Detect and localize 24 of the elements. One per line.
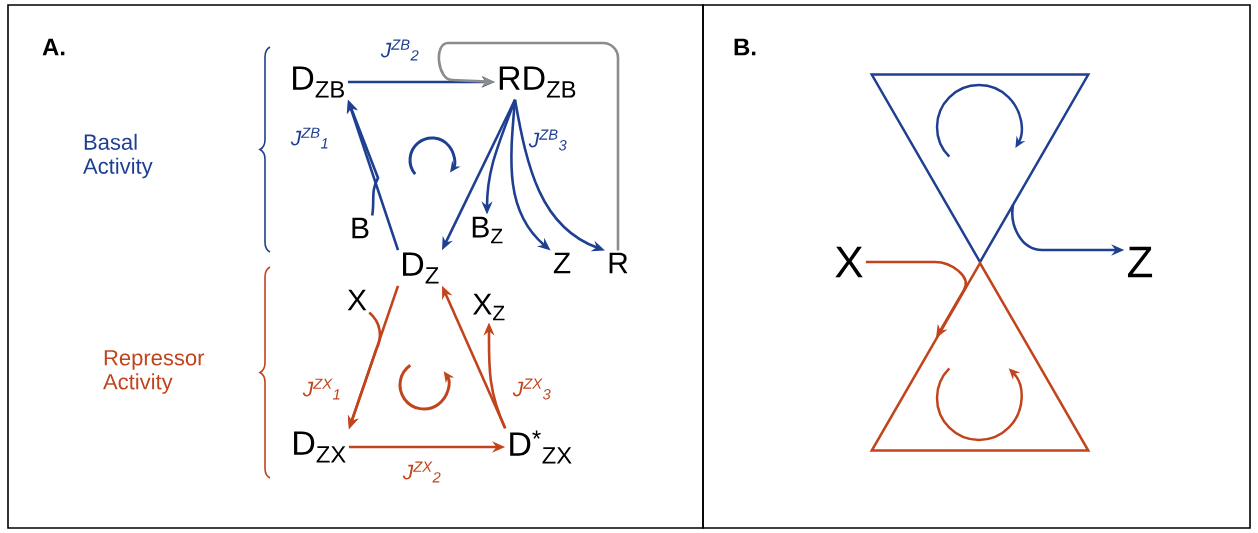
species-label: D$^{*}$ZX — [510, 430, 572, 464]
group-label: Repressor Activity — [103, 350, 205, 394]
reaction-arrow — [437, 41, 620, 251]
rate-label: J$^{ZX}$3 — [512, 378, 551, 400]
species-label: X$_{Z}$ — [473, 293, 505, 321]
panel-label: A. — [42, 38, 65, 56]
rate-label: J$^{ZB}$1 — [290, 127, 328, 149]
rate-label: J$^{ZX}$2 — [402, 461, 441, 483]
species-label: X — [347, 289, 367, 311]
rate-label: J$^{ZB}$2 — [380, 39, 419, 61]
group-label: Basal Activity — [83, 133, 153, 179]
species-label: B$_{Z}$ — [472, 216, 503, 244]
species-label: D$_{ZB}$ — [293, 66, 344, 98]
species-label: X — [835, 246, 863, 278]
species-label: R — [609, 252, 628, 274]
species-label: Z — [1127, 246, 1153, 278]
species-label: B — [352, 217, 369, 239]
species-label: D$_{ZX}$ — [294, 431, 346, 463]
species-label: Z — [553, 252, 571, 274]
rate-label: J$^{ZB}$3 — [528, 129, 567, 151]
panel-label: B. — [734, 38, 756, 56]
species-label: D$_{Z}$ — [403, 252, 439, 284]
species-label: RD$_{ZB}$ — [499, 66, 576, 98]
rate-label: J$^{ZX}$1 — [302, 378, 340, 400]
